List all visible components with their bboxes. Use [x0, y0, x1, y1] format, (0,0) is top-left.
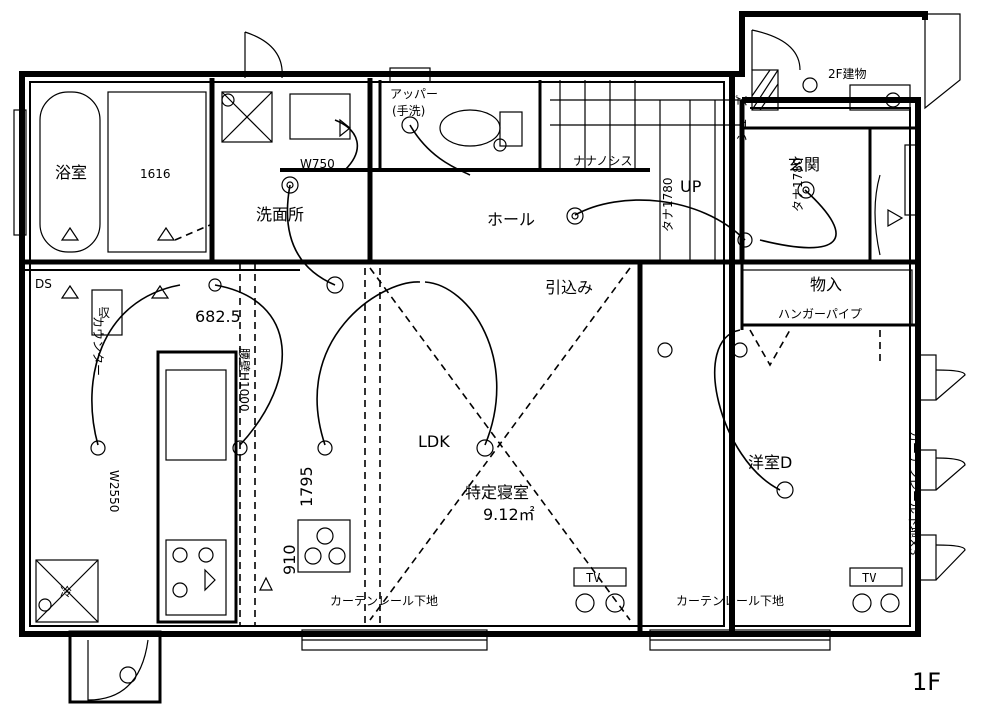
- note-1000: 腰壁H1000: [237, 348, 252, 412]
- note-shoes: シューズ: [734, 95, 749, 142]
- stairs: [550, 80, 740, 262]
- interior-walls: [22, 69, 918, 634]
- note-tv-2: TV: [862, 571, 876, 585]
- label-storage: 物入: [810, 275, 842, 294]
- outer-walls: [19, 11, 961, 704]
- label-bath-size: 1616: [140, 167, 171, 181]
- room-labels: 浴室 1616 洗面所 ホール 玄関 物入 LDK 洋室D (手洗): [55, 104, 842, 472]
- note-w750: W750: [300, 157, 335, 171]
- label-entrance: 玄関: [788, 155, 820, 174]
- label-washroom: 洗面所: [256, 205, 304, 224]
- note-curtain-2: カーテンレール下地: [676, 594, 784, 608]
- note-1795: 1795: [297, 466, 316, 507]
- doors: [87, 29, 881, 701]
- note-fridge: 冷: [60, 585, 72, 599]
- note-2f: 2F建物: [828, 67, 867, 81]
- label-hall: ホール: [487, 210, 535, 229]
- note-910: 910: [280, 544, 299, 575]
- note-curtain-1: カーテンレール下地: [330, 594, 438, 608]
- windows: [13, 67, 966, 651]
- note-nanoshisu: ナナノシス: [573, 154, 632, 168]
- ldk-dashed-cross: [239, 262, 631, 625]
- note-682: 682.5: [195, 307, 241, 326]
- tv-outlets: [297, 519, 903, 613]
- note-counter: カウンター: [91, 316, 105, 376]
- ldk-calc-line1: 特定寝室: [465, 483, 529, 502]
- note-w2550: W2550: [107, 470, 121, 512]
- label-toilet-note: (手洗): [392, 104, 425, 118]
- note-hikikomi: 引込み: [545, 278, 593, 297]
- label-ldk: LDK: [418, 432, 450, 451]
- ldk-calc-line2: 9.12㎡: [483, 505, 535, 524]
- wiring: [91, 119, 837, 491]
- label-western-d: 洋室D: [748, 453, 792, 472]
- floor-label: 1F: [912, 668, 941, 696]
- note-upper: アッパー: [390, 87, 438, 101]
- light-fixtures: [38, 77, 901, 684]
- storage-dashes: [174, 224, 881, 367]
- note-hanger-pipe: ハンガーパイプ: [778, 307, 862, 321]
- switch-symbols: [60, 118, 904, 592]
- note-tana-2: タナ1780: [791, 157, 805, 212]
- note-curtain-3: カーテンレール下地×3: [907, 430, 921, 556]
- note-up: UP: [680, 177, 702, 196]
- annotation-labels: W750 W2550 682.5 1795 910 腰壁H1000 UP 引込み…: [35, 67, 921, 608]
- note-kitchen-storage: 収: [98, 306, 110, 320]
- note-tana-1: タナ1780: [661, 177, 675, 232]
- label-bath: 浴室: [55, 163, 87, 182]
- note-tv-1: TV: [586, 571, 600, 585]
- note-ds: DS: [35, 277, 52, 291]
